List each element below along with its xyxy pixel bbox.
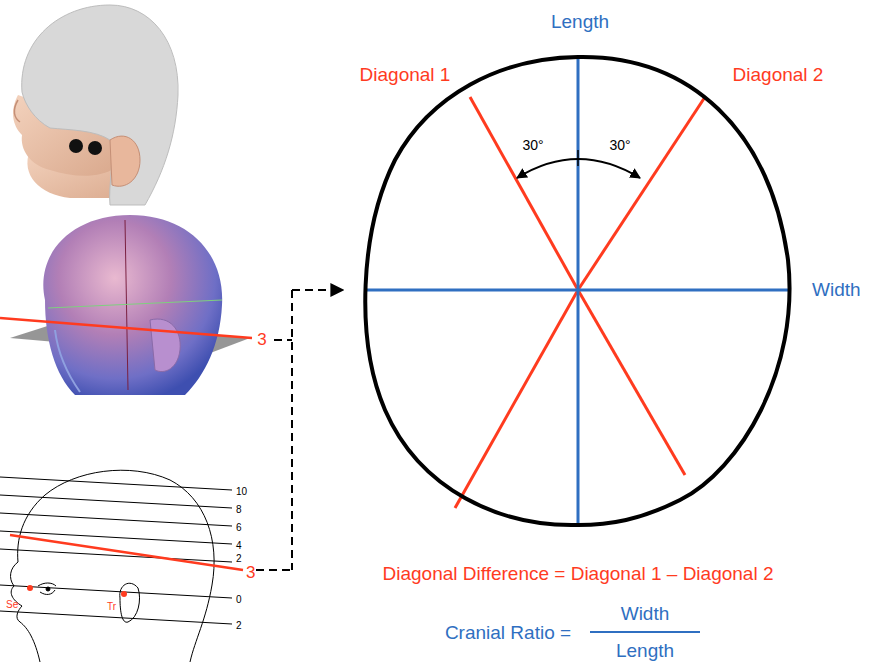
level-number: 2 xyxy=(236,553,242,564)
landmark-label: Se xyxy=(6,599,18,610)
cranial-section xyxy=(364,57,790,632)
level-number: 0 xyxy=(236,594,242,605)
level-number: 2 xyxy=(236,620,242,631)
level-number: 3 xyxy=(246,564,255,583)
fraction-numerator: Width xyxy=(621,604,670,625)
level-number: 3 xyxy=(257,331,266,350)
formula: Diagonal Difference = Diagonal 1 – Diago… xyxy=(383,564,774,585)
baby-photo xyxy=(13,5,178,205)
axis-label: Length xyxy=(551,12,609,33)
dashed-leader xyxy=(256,290,343,570)
axis-label: Width xyxy=(812,280,861,301)
landmark-label: Tr xyxy=(107,601,116,612)
fraction-denominator: Length xyxy=(616,641,674,662)
axis-label: Diagonal 1 xyxy=(360,65,451,86)
level-number: 8 xyxy=(236,504,242,515)
formula: Cranial Ratio = xyxy=(445,623,571,644)
angle-label: 30° xyxy=(609,138,630,153)
level-number: 6 xyxy=(236,522,242,533)
head-scan xyxy=(0,215,252,395)
level-number: 4 xyxy=(236,540,242,551)
angle-label: 30° xyxy=(522,138,543,153)
axis-label: Diagonal 2 xyxy=(733,65,824,86)
level-number: 10 xyxy=(236,486,247,497)
head-profile xyxy=(0,470,243,662)
